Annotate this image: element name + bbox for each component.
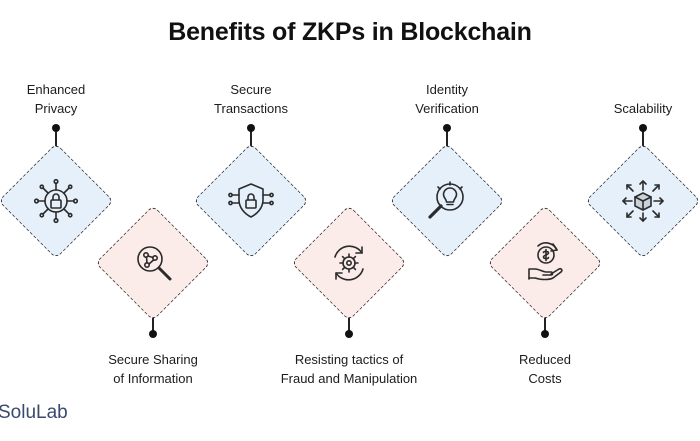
connector-line [544, 318, 546, 334]
shield-lock-icon [227, 177, 275, 225]
connector-line [348, 318, 350, 334]
connector-dot [443, 124, 451, 132]
connector-line [250, 128, 252, 146]
cube-arrows-icon [619, 177, 667, 225]
lock-network-icon [32, 177, 80, 225]
magnifier-bulb-icon [423, 177, 471, 225]
benefit-label-scalability: Scalability [613, 101, 673, 116]
connector-dot [247, 124, 255, 132]
connector-line [152, 318, 154, 334]
hand-coin-icon [521, 239, 569, 287]
brand-logo-text: SoluLab [0, 402, 68, 423]
magnifier-network-icon [129, 239, 177, 287]
connector-dot [149, 330, 157, 338]
connector-dot [345, 330, 353, 338]
gear-cycle-icon [325, 239, 373, 287]
connector-line [642, 128, 644, 146]
connector-line [446, 128, 448, 146]
connector-dot [52, 124, 60, 132]
connector-dot [541, 330, 549, 338]
diagram-title: Benefits of ZKPs in Blockchain [168, 18, 532, 46]
connector-dot [639, 124, 647, 132]
connector-line [55, 128, 57, 146]
